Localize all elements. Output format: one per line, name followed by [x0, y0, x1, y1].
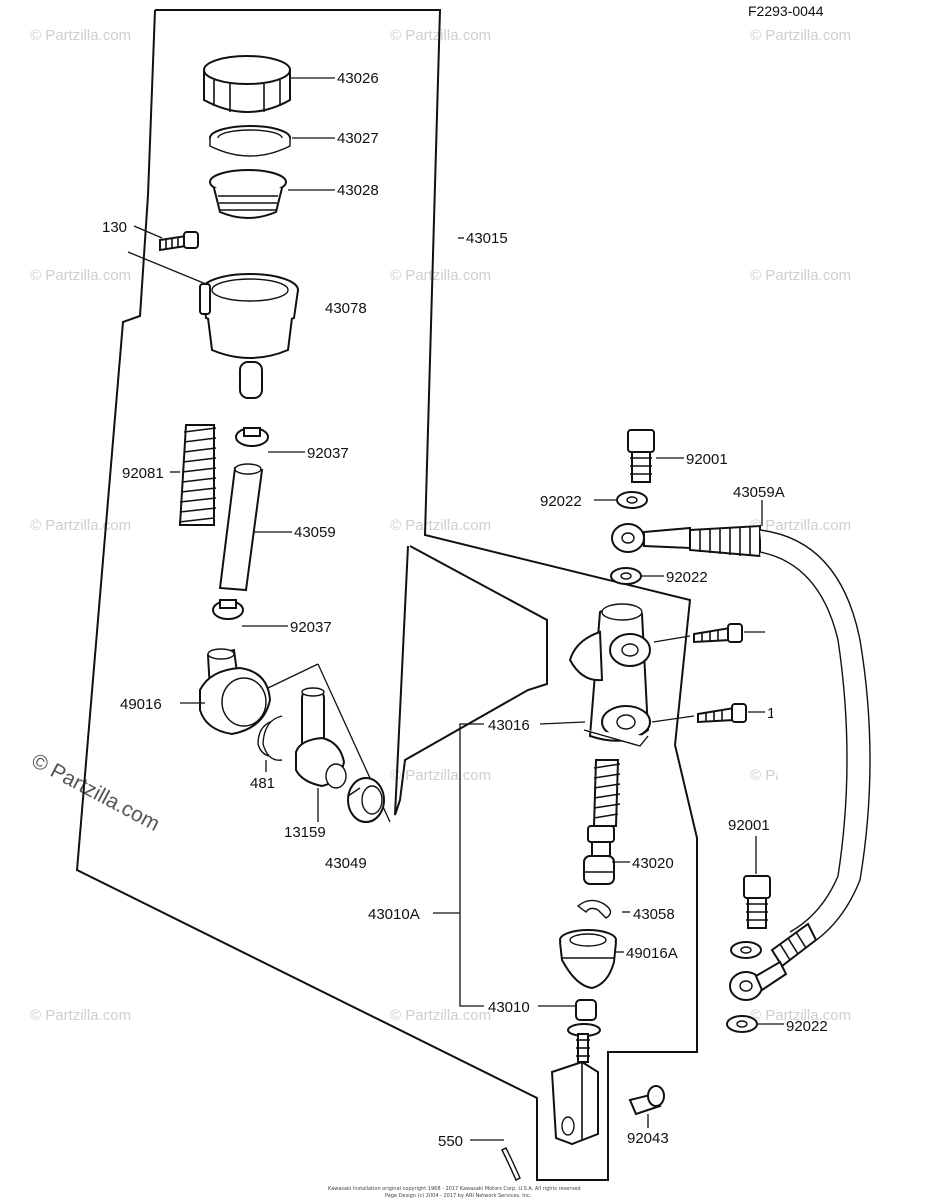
part-label-43027[interactable]: 43027 — [337, 130, 379, 147]
mounting-bolt-lower[interactable] — [697, 703, 747, 724]
part-label-49016[interactable]: 49016 — [120, 696, 162, 713]
hose-clamp-upper[interactable] — [235, 427, 269, 447]
piston-assembly[interactable] — [583, 759, 621, 885]
leader-line — [653, 635, 691, 643]
watermark-large: © Partzilla.com — [28, 749, 164, 836]
washer-lower-upper[interactable] — [730, 941, 762, 959]
diaphragm-plate[interactable] — [209, 125, 291, 157]
reservoir-tank[interactable] — [199, 273, 299, 399]
diaphragm[interactable] — [209, 169, 287, 219]
push-rod[interactable] — [567, 999, 601, 1063]
part-label-43058[interactable]: 43058 — [633, 906, 675, 923]
circlip[interactable] — [257, 715, 283, 761]
screw-130[interactable] — [159, 231, 199, 252]
watermark: © Partzilla.com — [30, 27, 131, 44]
watermark: © Partzilla.com — [30, 1007, 131, 1024]
washer-middle[interactable] — [610, 567, 642, 585]
part-label-43049[interactable]: 43049 — [325, 855, 367, 872]
part-label-13159[interactable]: 13159 — [284, 824, 326, 841]
part-label-43078[interactable]: 43078 — [325, 300, 367, 317]
watermark: © Partzilla.com — [390, 267, 491, 284]
watermark: © Partzilla.com — [30, 267, 131, 284]
part-label-43020[interactable]: 43020 — [632, 855, 674, 872]
copyright-line: Page Design (c) 2004 - 2017 by ARI Netwo… — [385, 1193, 532, 1199]
part-label-92081[interactable]: 92081 — [122, 465, 164, 482]
part-label-130[interactable]: 130 — [102, 219, 127, 236]
part-label-92037-upper[interactable]: 92037 — [307, 445, 349, 462]
part-label-92001-lower[interactable]: 92001 — [728, 817, 770, 834]
part-label-92022-middle[interactable]: 92022 — [666, 569, 708, 586]
watermark: © Partzilla.com — [750, 27, 851, 44]
part-label-92043[interactable]: 92043 — [627, 1130, 669, 1147]
part-label-43026[interactable]: 43026 — [337, 70, 379, 87]
part-label-43015[interactable]: 43015 — [466, 230, 508, 247]
washer-upper[interactable] — [616, 491, 648, 509]
watermark: © Partzilla.com — [30, 517, 131, 534]
assembly-outline-lower — [394, 545, 548, 816]
part-label-43016[interactable]: 43016 — [488, 717, 530, 734]
dust-boot[interactable] — [559, 929, 617, 990]
watermark: © Partzilla.com — [390, 517, 491, 534]
leader-line — [133, 225, 163, 239]
watermark: © Partzilla.com — [750, 517, 851, 534]
part-label-92022-bottom[interactable]: 92022 — [786, 1018, 828, 1035]
watermark: © Partzilla.com — [390, 767, 491, 784]
part-label-43010[interactable]: 43010 — [488, 999, 530, 1016]
watermark: © Partzilla.com — [390, 1007, 491, 1024]
part-label-92037-lower[interactable]: 92037 — [290, 619, 332, 636]
hose-clamp-lower[interactable] — [212, 599, 244, 620]
watermark: © Partzilla.com — [750, 1007, 851, 1024]
leader-line — [651, 715, 695, 723]
leader-line — [267, 663, 319, 689]
part-label-92022-upper[interactable]: 92022 — [540, 493, 582, 510]
clevis[interactable] — [550, 1060, 599, 1146]
brake-hose[interactable] — [611, 523, 871, 1001]
part-label-43010A[interactable]: 43010A — [368, 906, 420, 923]
watermarks: © Partzilla.com © Partzilla.com © Partzi… — [28, 27, 851, 1024]
bracket-43010A — [459, 723, 484, 1007]
cotter-pin[interactable] — [501, 1147, 521, 1181]
master-cylinder-body[interactable] — [568, 603, 651, 747]
part-label-550[interactable]: 550 — [438, 1133, 463, 1150]
part-label-481[interactable]: 481 — [250, 775, 275, 792]
watermark: © Partzilla.com — [390, 27, 491, 44]
hose-elbow[interactable] — [199, 648, 272, 736]
retaining-ring[interactable] — [576, 899, 612, 919]
spring-cover[interactable] — [178, 424, 217, 526]
mounting-bolt-upper[interactable] — [693, 623, 743, 644]
part-label-49016A[interactable]: 49016A — [626, 945, 678, 962]
part-label-43028[interactable]: 43028 — [337, 182, 379, 199]
watermark: © Partzilla.com — [750, 267, 851, 284]
assembly-outline-upper — [75, 9, 698, 1181]
hose-fitting[interactable] — [295, 687, 347, 789]
reservoir-cap[interactable] — [203, 55, 291, 113]
leader-line — [539, 721, 586, 725]
part-label-43059[interactable]: 43059 — [294, 524, 336, 541]
banjo-bolt-lower[interactable] — [743, 875, 771, 929]
washer-bottom[interactable] — [726, 1015, 758, 1033]
banjo-bolt-upper[interactable] — [627, 429, 655, 483]
part-label-43059A[interactable]: 43059A — [733, 484, 785, 501]
reservoir-hose[interactable] — [218, 463, 264, 592]
copyright-line: Kawasaki Installation original copyright… — [328, 1186, 581, 1192]
diagram-code: F2293-0044 — [748, 3, 824, 19]
clevis-pin[interactable] — [628, 1085, 665, 1116]
part-label-92001-upper[interactable]: 92001 — [686, 451, 728, 468]
grommet[interactable] — [347, 777, 385, 823]
